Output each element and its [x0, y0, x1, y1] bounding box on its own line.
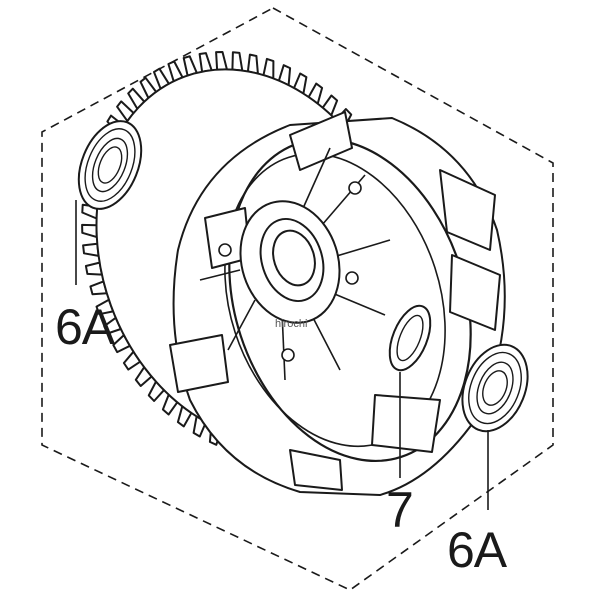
- callout-bearing-right: 6A: [447, 522, 507, 578]
- leader-lines: [75, 200, 489, 510]
- bearing-left: [77, 120, 143, 210]
- basket-tab-top: [289, 111, 353, 171]
- basket-tab-right-top: [439, 169, 496, 251]
- watermark-text: hirochi: [275, 318, 308, 330]
- callout-bearing-left: 6A: [55, 299, 115, 355]
- basket-tab-bottom-left: [289, 449, 343, 491]
- assembly-boundary: [41, 7, 554, 591]
- hub-bore: [272, 229, 316, 287]
- bearing-right: [461, 343, 529, 433]
- gear-tooth: [215, 51, 228, 71]
- clutch-housing-gear: [81, 51, 506, 496]
- gear-tooth: [231, 51, 244, 72]
- basket-tab-bottom: [371, 394, 441, 453]
- oil-seal: [388, 304, 432, 372]
- gear-tooth: [198, 52, 213, 73]
- basket-tab-left: [169, 334, 229, 393]
- rivet-holes: [218, 181, 362, 362]
- basket-tab-right-mid: [449, 254, 501, 331]
- gear-tooth: [81, 223, 98, 239]
- gear-tooth: [82, 242, 100, 257]
- callout-oil-seal: 7: [386, 482, 414, 538]
